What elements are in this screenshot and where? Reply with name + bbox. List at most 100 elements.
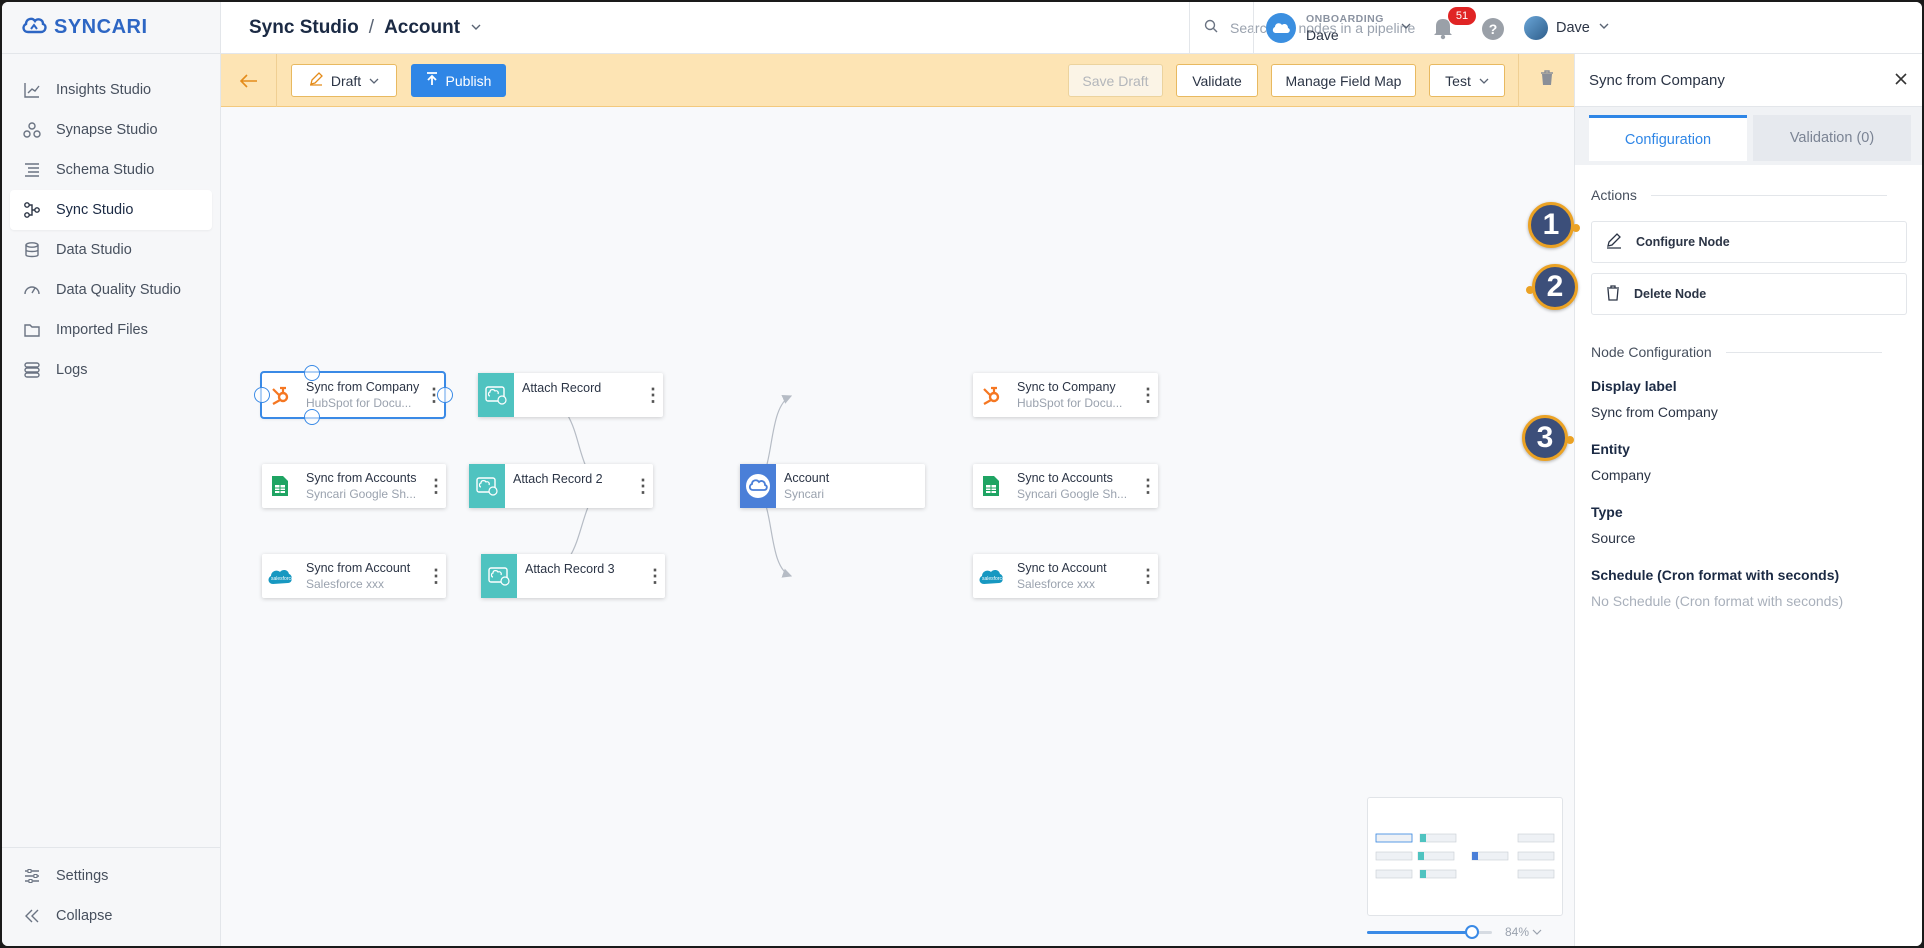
node-config-heading: Node Configuration [1591,344,1882,360]
close-icon[interactable] [1894,69,1908,92]
attach-icon [478,373,514,417]
callout-1: 1 [1528,202,1574,248]
bell-icon[interactable] [1432,16,1456,40]
sidebar-item-synapse-studio[interactable]: Synapse Studio [10,110,212,150]
panel-header: Sync from Company [1575,54,1922,107]
divider [1650,194,1887,196]
callout-3: 3 [1522,415,1568,461]
configure-node-label: Configure Node [1636,235,1730,249]
publish-button[interactable]: Publish [411,64,506,97]
node-attach-record-2[interactable]: Attach Record 2 ⋮ [469,464,653,508]
svg-text:salesforce: salesforce [982,576,1005,582]
salesforce-icon: salesforce [262,554,298,598]
zoom-slider-handle[interactable] [1465,925,1479,939]
syncari-logo-icon [20,14,48,41]
sidebar-item-logs[interactable]: Logs [10,350,212,390]
node-subtitle: HubSpot for Docu... [306,396,412,410]
node-subtitle: Salesforce xxx [306,577,385,591]
sidebar-item-sync-studio[interactable]: Sync Studio [10,190,212,230]
kebab-menu-icon[interactable]: ⋮ [427,476,445,496]
user-menu[interactable]: Dave [1524,16,1610,40]
node-title: Attach Record [522,381,602,395]
salesforce-icon: salesforce [973,554,1009,598]
chevron-down-icon[interactable] [470,17,482,39]
sidebar-item-label: Settings [56,868,109,884]
sidebar-item-collapse[interactable]: Collapse [10,896,212,936]
save-draft-button[interactable]: Save Draft [1068,64,1163,97]
help-icon[interactable]: ? [1482,18,1504,40]
sidebar-item-schema-studio[interactable]: Schema Studio [10,150,212,190]
sidebar-item-imported-files[interactable]: Imported Files [10,310,212,350]
breadcrumb-current[interactable]: Account [384,17,461,38]
org-switcher[interactable]: ONBOARDING Dave [1253,2,1418,54]
callout-pointer [1572,224,1580,232]
test-dropdown[interactable]: Test [1429,64,1505,97]
hubspot-icon [973,373,1009,417]
kebab-menu-icon[interactable]: ⋮ [1139,566,1157,586]
schedule-value: No Schedule (Cron format with seconds) [1591,593,1844,609]
draft-dropdown[interactable]: Draft [291,64,397,97]
kebab-menu-icon[interactable]: ⋮ [644,385,662,405]
breadcrumb-root[interactable]: Sync Studio [249,17,359,38]
validate-button[interactable]: Validate [1176,64,1258,97]
delete-node-label: Delete Node [1634,287,1707,301]
actions-heading-text: Actions [1591,187,1637,203]
sidebar-item-label: Imported Files [56,322,148,338]
kebab-menu-icon[interactable]: ⋮ [634,476,652,496]
kebab-menu-icon[interactable]: ⋮ [1139,476,1157,496]
draft-label: Draft [330,72,362,89]
top-bar: Sync Studio / Account ONBOARDING Dave 51… [221,2,1922,54]
connection-handle-right[interactable] [437,387,453,403]
kebab-menu-icon[interactable]: ⋮ [646,566,664,586]
sidebar-footer: Settings Collapse [2,847,220,946]
sidebar-nav: Insights Studio Synapse Studio Schema St… [2,54,220,390]
type-label: Type [1591,504,1623,520]
publish-label: Publish [445,72,492,89]
node-attach-record[interactable]: Attach Record ⋮ [478,373,663,417]
delete-node-button[interactable]: Delete Node [1591,273,1907,315]
delete-pipeline-button[interactable] [1518,54,1574,107]
google-sheets-icon [262,464,298,508]
minimap[interactable] [1367,797,1563,916]
schema-icon [22,160,42,180]
tab-validation[interactable]: Validation (0) [1753,115,1911,161]
configure-node-button[interactable]: Configure Node [1591,221,1907,263]
connection-handle-left[interactable] [254,387,270,403]
node-title: Attach Record 2 [513,472,603,486]
sidebar-item-label: Data Quality Studio [56,282,181,298]
sidebar-item-insights-studio[interactable]: Insights Studio [10,70,212,110]
trash-icon [1606,284,1620,304]
attach-icon [469,464,505,508]
node-attach-record-3[interactable]: Attach Record 3 ⋮ [481,554,665,598]
zoom-level[interactable]: 84% [1505,925,1542,939]
user-name: Dave [1556,20,1590,36]
connection-handle-bottom[interactable] [304,409,320,425]
sidebar-item-label: Collapse [56,908,113,924]
tab-configuration[interactable]: Configuration [1589,115,1747,161]
connection-handle-top[interactable] [304,365,320,381]
sidebar-item-data-quality-studio[interactable]: Data Quality Studio [10,270,212,310]
pencil-icon [309,72,323,89]
sidebar-item-data-studio[interactable]: Data Studio [10,230,212,270]
node-subtitle: Salesforce xxx [1017,577,1096,591]
search-icon [1204,19,1218,38]
manage-field-map-button[interactable]: Manage Field Map [1271,64,1416,97]
sidebar-item-settings[interactable]: Settings [10,856,212,896]
breadcrumb: Sync Studio / Account [249,17,482,39]
panel-tabs: Configuration Validation (0) [1575,107,1922,165]
brand[interactable]: SYNCARI [2,2,220,54]
kebab-menu-icon[interactable]: ⋮ [427,566,445,586]
node-title: Sync from Accounts [306,471,417,485]
chevron-down-icon [369,73,379,89]
node-details-panel: Sync from Company Configuration Validati… [1574,54,1922,946]
kebab-menu-icon[interactable]: ⋮ [1139,385,1157,405]
back-arrow-icon[interactable] [221,54,277,107]
